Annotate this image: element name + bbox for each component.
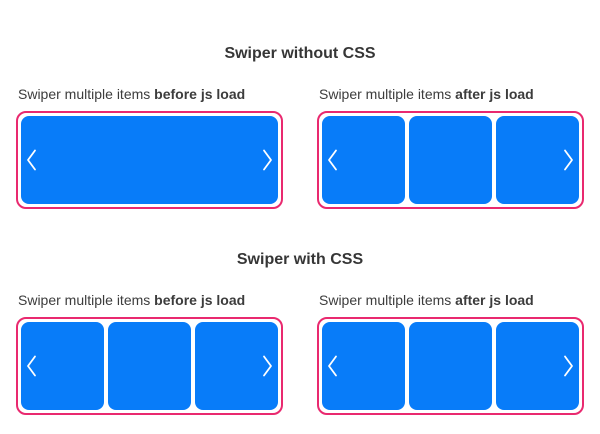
swiper-slide[interactable]	[195, 322, 278, 410]
panel-label: Swiper multiple items after js load	[319, 293, 584, 307]
swiper-slide[interactable]	[496, 322, 579, 410]
chevron-left-icon[interactable]	[327, 355, 338, 377]
section-swiper-with-css: Swiper with CSS Swiper multiple items be…	[0, 251, 600, 415]
chevron-right-icon[interactable]	[262, 355, 273, 377]
chevron-left-icon[interactable]	[26, 149, 37, 171]
slides-wrapper	[21, 322, 278, 410]
slides-wrapper	[21, 116, 278, 204]
panel-without-css-before-js: Swiper multiple items before js load	[16, 62, 283, 209]
slides-wrapper	[322, 116, 579, 204]
panel-label: Swiper multiple items before js load	[18, 293, 283, 307]
chevron-right-icon[interactable]	[563, 149, 574, 171]
swiper-slide[interactable]	[322, 116, 405, 204]
panel-label-bold: after js load	[455, 86, 534, 102]
swiper-slide[interactable]	[21, 116, 278, 204]
swiper-container[interactable]	[16, 111, 283, 209]
panel-without-css-after-js: Swiper multiple items after js load	[317, 62, 584, 209]
panel-label: Swiper multiple items after js load	[319, 87, 584, 101]
panel-label-bold: before js load	[154, 86, 246, 102]
panels-row: Swiper multiple items before js load Swi…	[0, 268, 600, 415]
section-title: Swiper without CSS	[224, 45, 376, 62]
panel-label-text: Swiper multiple items	[319, 292, 456, 308]
swiper-slide[interactable]	[21, 322, 104, 410]
swiper-slide[interactable]	[496, 116, 579, 204]
panel-with-css-after-js: Swiper multiple items after js load	[317, 268, 584, 415]
panel-label: Swiper multiple items before js load	[18, 87, 283, 101]
chevron-left-icon[interactable]	[327, 149, 338, 171]
swiper-container[interactable]	[16, 317, 283, 415]
swiper-slide[interactable]	[409, 116, 492, 204]
section-swiper-without-css: Swiper without CSS Swiper multiple items…	[0, 45, 600, 209]
panels-row: Swiper multiple items before js load Swi…	[0, 62, 600, 209]
swiper-slide[interactable]	[409, 322, 492, 410]
chevron-left-icon[interactable]	[26, 355, 37, 377]
chevron-right-icon[interactable]	[262, 149, 273, 171]
panel-label-bold: after js load	[455, 292, 534, 308]
panel-with-css-before-js: Swiper multiple items before js load	[16, 268, 283, 415]
swiper-slide[interactable]	[322, 322, 405, 410]
panel-label-bold: before js load	[154, 292, 246, 308]
section-title: Swiper with CSS	[236, 251, 364, 268]
swiper-container[interactable]	[317, 317, 584, 415]
swiper-slide[interactable]	[108, 322, 191, 410]
panel-label-text: Swiper multiple items	[18, 292, 155, 308]
panel-label-text: Swiper multiple items	[18, 86, 155, 102]
swiper-container[interactable]	[317, 111, 584, 209]
panel-label-text: Swiper multiple items	[319, 86, 456, 102]
chevron-right-icon[interactable]	[563, 355, 574, 377]
slides-wrapper	[322, 322, 579, 410]
